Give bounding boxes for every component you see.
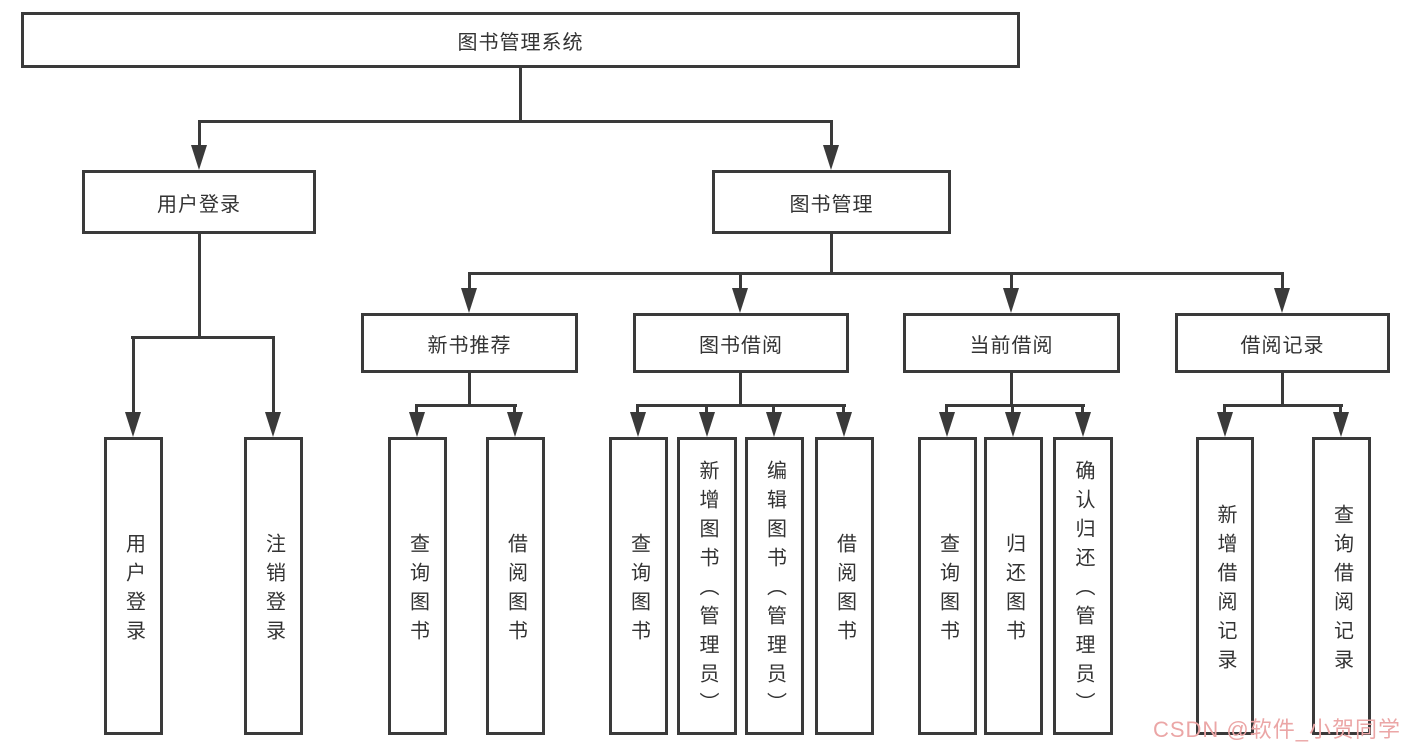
node-user-login-label: 用户登录 (157, 193, 241, 216)
leaf-logout-label: 注销登录 (262, 532, 285, 649)
node-root-label: 图书管理系统 (457, 31, 584, 54)
leaf-confirm-return-admin-label: 确认归还（管理员） (1072, 460, 1094, 721)
connector-new-book-bar (416, 404, 517, 407)
connector-book-borrow-stem (739, 373, 742, 407)
node-borrow-records: 借阅记录 (1175, 313, 1390, 373)
arrow-query3-icon (939, 412, 955, 437)
connector-book-borrow-bar (637, 404, 846, 407)
node-book-management-label: 图书管理 (789, 193, 874, 216)
arrow-query2-icon (630, 412, 646, 437)
connector-borrow-records-stem (1281, 373, 1284, 407)
arrow-leaf-logout-icon (265, 412, 281, 437)
leaf-borrow-books-recommend: 借阅图书 (486, 437, 545, 735)
leaf-borrow-books: 借阅图书 (815, 437, 874, 735)
leaf-logout: 注销登录 (244, 437, 303, 735)
arrow-book-management-icon (823, 145, 839, 170)
leaf-query-books-recommend: 查询图书 (388, 437, 447, 735)
arrow-edit-book-icon (766, 412, 782, 437)
connector-root-bar (198, 120, 833, 123)
leaf-query-books-borrow-label: 查询图书 (627, 532, 650, 649)
connector-drop-user-login (198, 120, 201, 148)
connector-drop-confirm-return (1081, 404, 1084, 414)
node-book-borrow: 图书借阅 (633, 313, 849, 373)
csdn-watermark: CSDN @软件_小贺同学 (1152, 717, 1401, 742)
leaf-query-books-borrow: 查询图书 (609, 437, 668, 735)
node-book-borrow-label: 图书借阅 (699, 334, 783, 357)
arrow-borrow-records-icon (1274, 288, 1290, 313)
leaf-return-books-label: 归还图书 (1002, 532, 1025, 649)
arrow-user-login-icon (191, 145, 207, 170)
connector-drop-query-record (1339, 404, 1342, 414)
leaf-query-borrow-record-label: 查询借阅记录 (1330, 503, 1353, 678)
leaf-return-books: 归还图书 (984, 437, 1043, 735)
node-root: 图书管理系统 (21, 12, 1020, 68)
arrow-borrow2-icon (836, 412, 852, 437)
connector-drop-add-record (1223, 404, 1226, 414)
leaf-query-books-recommend-label: 查询图书 (406, 532, 429, 649)
node-borrow-records-label: 借阅记录 (1240, 334, 1325, 357)
connector-drop-book-borrow (739, 272, 742, 290)
connector-root-stem (519, 68, 522, 120)
arrow-leaf-login-icon (125, 412, 141, 437)
arrow-book-borrow-icon (732, 288, 748, 313)
node-new-book-recommend-label: 新书推荐 (427, 334, 512, 357)
connector-book-management-bar (469, 272, 1283, 275)
leaf-add-borrow-record-label: 新增借阅记录 (1214, 503, 1236, 678)
node-user-login: 用户登录 (82, 170, 316, 234)
arrow-borrow1-icon (507, 412, 523, 437)
node-current-borrow-label: 当前借阅 (969, 334, 1054, 357)
leaf-add-books-admin-label: 新增图书（管理员） (696, 460, 718, 721)
connector-drop-edit-book (772, 404, 775, 414)
connector-book-management-stem (830, 234, 833, 272)
connector-drop-leaf-login (132, 336, 135, 416)
node-book-management: 图书管理 (712, 170, 951, 234)
connector-drop-add-book (705, 404, 708, 414)
connector-drop-query2 (636, 404, 639, 414)
connector-drop-current-borrow (1010, 272, 1013, 290)
arrow-query-record-icon (1333, 412, 1349, 437)
leaf-user-login: 用户登录 (104, 437, 163, 735)
leaf-borrow-books-label: 借阅图书 (833, 532, 856, 649)
connector-drop-query3 (945, 404, 948, 414)
leaf-edit-books-admin: 编辑图书（管理员） (745, 437, 804, 735)
arrow-add-book-icon (699, 412, 715, 437)
leaf-confirm-return-admin: 确认归还（管理员） (1053, 437, 1113, 735)
leaf-user-login-label: 用户登录 (122, 532, 145, 649)
arrow-add-record-icon (1217, 412, 1233, 437)
leaf-add-borrow-record: 新增借阅记录 (1196, 437, 1254, 735)
connector-drop-query1 (415, 404, 418, 414)
connector-current-borrow-bar (946, 404, 1085, 407)
connector-borrow-records-bar (1224, 404, 1343, 407)
arrow-new-book-icon (461, 288, 477, 313)
leaf-query-borrow-record: 查询借阅记录 (1312, 437, 1371, 735)
connector-drop-borrow-records (1281, 272, 1284, 290)
leaf-add-books-admin: 新增图书（管理员） (677, 437, 737, 735)
connector-user-login-stem (198, 234, 201, 336)
leaf-query-books-current-label: 查询图书 (936, 532, 959, 649)
leaf-edit-books-admin-label: 编辑图书（管理员） (763, 460, 786, 721)
connector-drop-leaf-logout (272, 336, 275, 416)
connector-drop-new-book (468, 272, 471, 290)
leaf-borrow-books-recommend-label: 借阅图书 (504, 532, 527, 649)
node-current-borrow: 当前借阅 (903, 313, 1120, 373)
connector-drop-borrow2 (842, 404, 845, 414)
connector-user-login-bar (131, 336, 275, 339)
arrow-current-borrow-icon (1003, 288, 1019, 313)
connector-drop-return-book (1011, 404, 1014, 414)
connector-new-book-stem (468, 373, 471, 407)
connector-drop-borrow1 (513, 404, 516, 414)
arrow-confirm-return-icon (1075, 412, 1091, 437)
node-new-book-recommend: 新书推荐 (361, 313, 578, 373)
connector-drop-book-management (830, 120, 833, 148)
leaf-query-books-current: 查询图书 (918, 437, 977, 735)
arrow-query1-icon (409, 412, 425, 437)
arrow-return-book-icon (1005, 412, 1021, 437)
connector-current-borrow-stem (1010, 373, 1013, 407)
